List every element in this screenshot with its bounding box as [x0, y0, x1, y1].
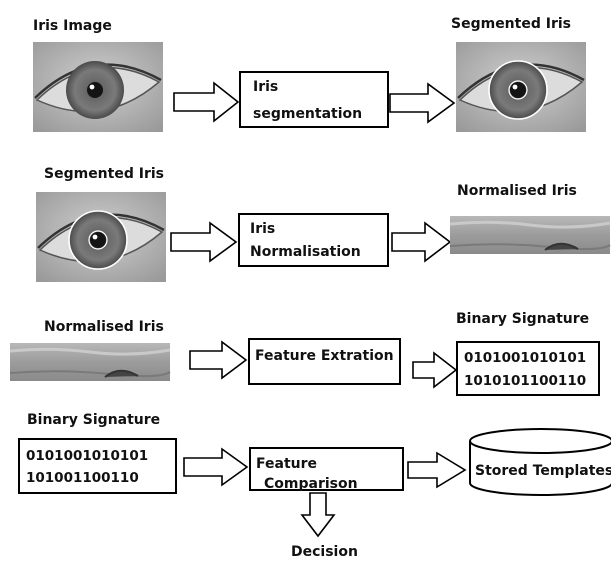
normalised-iris-input-strip — [8, 341, 172, 383]
iris-segmentation-box — [239, 71, 389, 128]
arrow-right-4b — [407, 451, 467, 489]
row1-process-line2: segmentation — [253, 106, 362, 122]
row3-input-label: Normalised Iris — [44, 319, 164, 335]
arrow-right-3b — [412, 351, 458, 389]
row1-process-line1: Iris — [253, 79, 278, 95]
stored-templates-label: Stored Templates — [475, 463, 611, 479]
row3-output-bits-line2: 1010101100110 — [464, 373, 586, 389]
arrow-down-decision — [300, 492, 336, 538]
segmented-iris-input-image — [34, 190, 168, 284]
row2-output-label: Normalised Iris — [457, 183, 577, 199]
row4-process-line1: Feature — [256, 456, 317, 472]
decision-label: Decision — [291, 544, 358, 560]
iris-normalisation-box — [238, 213, 389, 267]
stored-templates-database — [469, 428, 611, 496]
row3-output-bits-line1: 0101001010101 — [464, 350, 586, 366]
feature-extraction-box — [248, 338, 401, 385]
binary-signature-output-box — [456, 341, 600, 396]
row3-process-line1: Feature Extration — [255, 348, 394, 364]
arrow-right-2a — [170, 221, 238, 263]
binary-signature-input-box — [18, 438, 177, 494]
row4-input-label: Binary Signature — [27, 412, 160, 428]
row3-output-label: Binary Signature — [456, 311, 589, 327]
row1-output-label: Segmented Iris — [451, 16, 571, 32]
segmented-iris-image — [454, 40, 588, 134]
row2-process-line2: Normalisation — [250, 244, 361, 260]
arrow-right-4a — [183, 447, 249, 487]
arrow-right-2b — [391, 221, 452, 263]
row4-input-bits-line1: 0101001010101 — [26, 448, 148, 464]
normalised-iris-strip — [448, 214, 611, 256]
arrow-right-1b — [389, 82, 456, 124]
row2-process-line1: Iris — [250, 221, 275, 237]
feature-comparison-box — [249, 447, 404, 491]
arrow-right-1a — [173, 81, 240, 123]
row4-process-line2: Comparison — [264, 476, 358, 492]
row1-input-label: Iris Image — [33, 18, 112, 34]
row4-input-bits-line2: 101001100110 — [26, 470, 139, 486]
arrow-right-3a — [189, 340, 248, 380]
iris-image — [31, 40, 165, 134]
row2-input-label: Segmented Iris — [44, 166, 164, 182]
